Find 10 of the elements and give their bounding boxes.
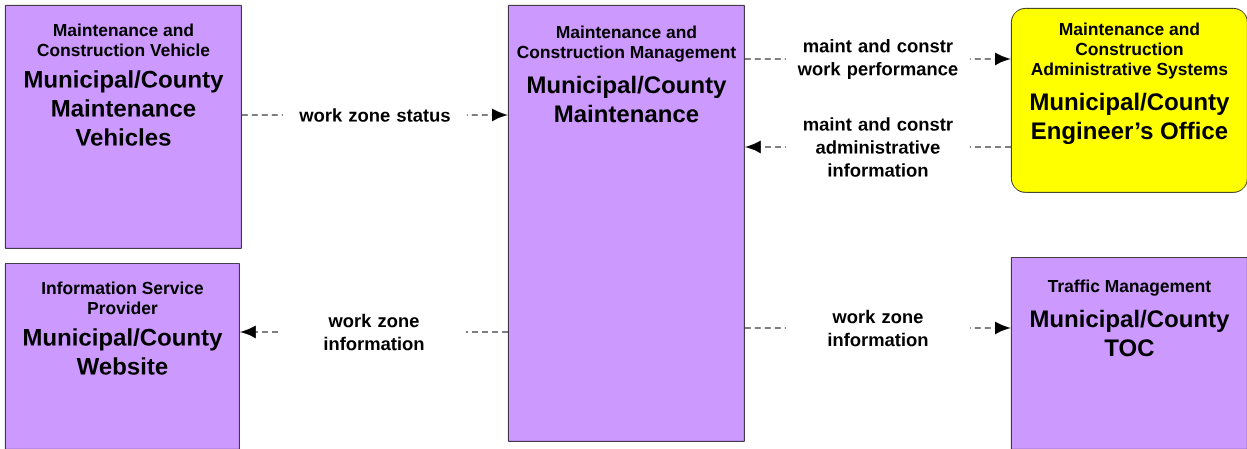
process-box: Information Service Provider Municipal/County Website	[5, 263, 240, 449]
process-box: Traffic Management Municipal/County TOC	[1011, 257, 1247, 449]
edge-label: maint and constr administrative information	[785, 115, 970, 179]
edge-label: work zone information	[281, 311, 466, 353]
edge-label: work zone status	[282, 106, 467, 124]
process-box: Maintenance and Construction Management Municipal/County Maintenance	[508, 5, 745, 442]
edge-label: maint and constr work performance	[785, 36, 970, 82]
process-box: Maintenance and Construction Vehicle Municipal/County Maintenance Vehicles	[5, 5, 242, 249]
process-box: Maintenance and Construction Administrative Systems Municipal/County Engineer’s Office	[1011, 8, 1247, 193]
edge-label: work zone information	[785, 307, 970, 349]
